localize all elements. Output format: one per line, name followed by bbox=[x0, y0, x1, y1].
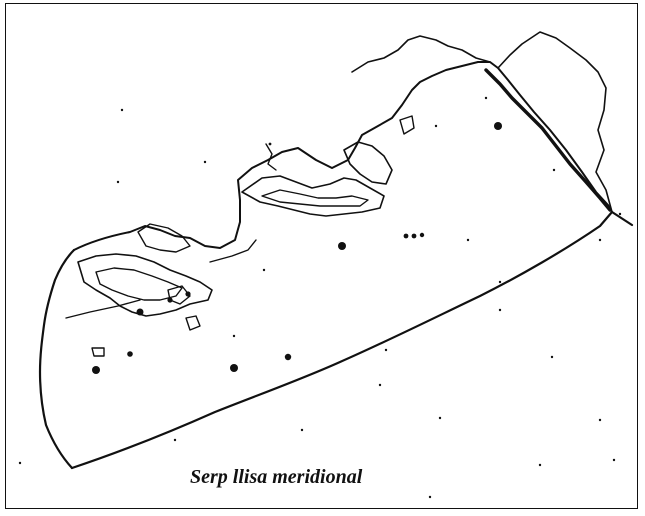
occurrence-point bbox=[127, 351, 133, 357]
scatter-dot bbox=[612, 458, 616, 462]
scatter-dot bbox=[173, 438, 177, 442]
occurrence-points bbox=[92, 122, 502, 374]
occurrence-point bbox=[411, 233, 417, 239]
western-boundary bbox=[38, 248, 76, 470]
northeast-boundary bbox=[497, 31, 613, 213]
scatter-dot bbox=[538, 463, 542, 467]
wetland-patch bbox=[91, 347, 105, 357]
scatter-dot bbox=[550, 355, 554, 359]
occurrence-point bbox=[230, 364, 238, 372]
scatter-dot bbox=[618, 212, 622, 216]
scatter-dots bbox=[18, 96, 622, 499]
scatter-dot bbox=[384, 348, 388, 352]
scatter-dot bbox=[438, 416, 442, 420]
scatter-dot bbox=[120, 108, 124, 112]
scatter-dot bbox=[262, 268, 266, 272]
northern-border bbox=[73, 61, 613, 251]
occurrence-point bbox=[167, 297, 173, 303]
lagoon-outline bbox=[343, 141, 393, 185]
north-tail bbox=[265, 143, 277, 171]
occurrence-point bbox=[403, 233, 409, 239]
scatter-dot bbox=[552, 168, 556, 172]
scatter-dot bbox=[466, 238, 470, 242]
western-wetland bbox=[77, 253, 213, 317]
occurrence-point bbox=[494, 122, 502, 130]
occurrence-point bbox=[185, 291, 191, 297]
scatter-dot bbox=[434, 124, 438, 128]
scatter-dot bbox=[18, 461, 22, 465]
occurrence-point bbox=[136, 308, 144, 316]
northern-outline bbox=[351, 35, 491, 73]
interior-line-north bbox=[209, 239, 257, 263]
scatter-dot bbox=[116, 180, 120, 184]
scatter-dot bbox=[428, 495, 432, 499]
map-caption: Serp llisa meridional bbox=[190, 466, 363, 488]
lagoon-outline-small bbox=[399, 115, 415, 135]
western-wetland-inner bbox=[95, 267, 183, 301]
wetland-inner bbox=[261, 189, 369, 207]
scatter-dot bbox=[498, 308, 502, 312]
map-frame bbox=[5, 3, 638, 509]
scatter-dot bbox=[268, 142, 272, 146]
scatter-dot bbox=[300, 428, 304, 432]
western-wetland-lobe bbox=[137, 223, 191, 253]
scatter-dot bbox=[232, 334, 236, 338]
scatter-dot bbox=[378, 383, 382, 387]
scatter-dot bbox=[498, 280, 502, 284]
scatter-dot bbox=[203, 160, 207, 164]
scatter-dot bbox=[598, 418, 602, 422]
occurrence-point bbox=[284, 353, 292, 361]
occurrence-point bbox=[92, 366, 100, 374]
river bbox=[484, 68, 612, 212]
occurrence-point bbox=[419, 232, 425, 238]
wetland-outline bbox=[241, 175, 385, 217]
wetland-patch bbox=[185, 315, 201, 331]
interior-line-west bbox=[65, 299, 141, 319]
occurrence-point bbox=[338, 242, 346, 250]
scatter-dot bbox=[484, 96, 488, 100]
scatter-dot bbox=[598, 238, 602, 242]
southern-coastline bbox=[70, 210, 634, 470]
